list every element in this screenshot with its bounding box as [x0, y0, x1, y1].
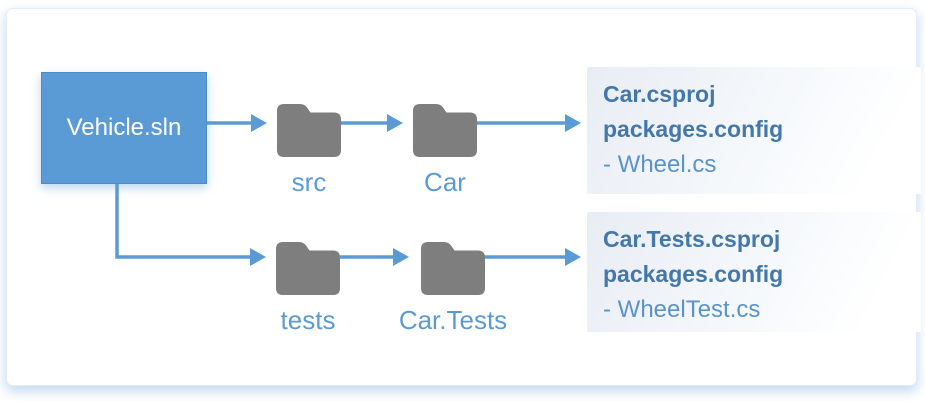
folder-label-car: Car: [424, 167, 466, 197]
solution-node: Vehicle.sln: [41, 72, 207, 184]
folder-label-src: src: [291, 167, 327, 197]
file-entry: - WheelTest.cs: [603, 296, 761, 323]
arrowhead-tests-to-cartests: [393, 248, 409, 266]
file-entry: packages.config: [603, 261, 784, 287]
file-list-car: Car.csproj packages.config - Wheel.cs: [587, 67, 921, 194]
folder-cartests: Car.Tests: [373, 237, 533, 334]
arrow-root-to-tests: [115, 176, 250, 259]
solution-label: Vehicle.sln: [66, 114, 182, 141]
file-entry: packages.config: [603, 116, 784, 142]
diagram-card: Vehicle.sln src Car tests Car.: [6, 8, 921, 386]
folder-icon: [413, 104, 477, 157]
folder-icon: [276, 242, 340, 295]
folder-tests: tests: [228, 237, 388, 334]
file-entry: Car.csproj: [603, 81, 716, 107]
arrowhead-root-to-src: [251, 114, 267, 132]
connector-arrows: [115, 114, 581, 266]
folder-icon: [277, 104, 341, 157]
file-entry: Car.Tests.csproj: [603, 226, 781, 252]
arrowhead-root-to-tests: [250, 248, 266, 266]
folder-car: Car: [365, 99, 525, 196]
arrowhead-car-to-files: [565, 114, 581, 132]
file-list-cartests: Car.Tests.csproj packages.config - Wheel…: [587, 212, 921, 332]
folder-label-tests: tests: [280, 305, 336, 335]
arrowhead-src-to-car: [387, 114, 403, 132]
folder-label-cartests: Car.Tests: [398, 305, 508, 335]
folder-src: src: [229, 99, 389, 196]
file-entry: - Wheel.cs: [603, 151, 717, 178]
arrowhead-cartests-to-files: [565, 248, 581, 266]
folder-icon: [421, 242, 485, 295]
